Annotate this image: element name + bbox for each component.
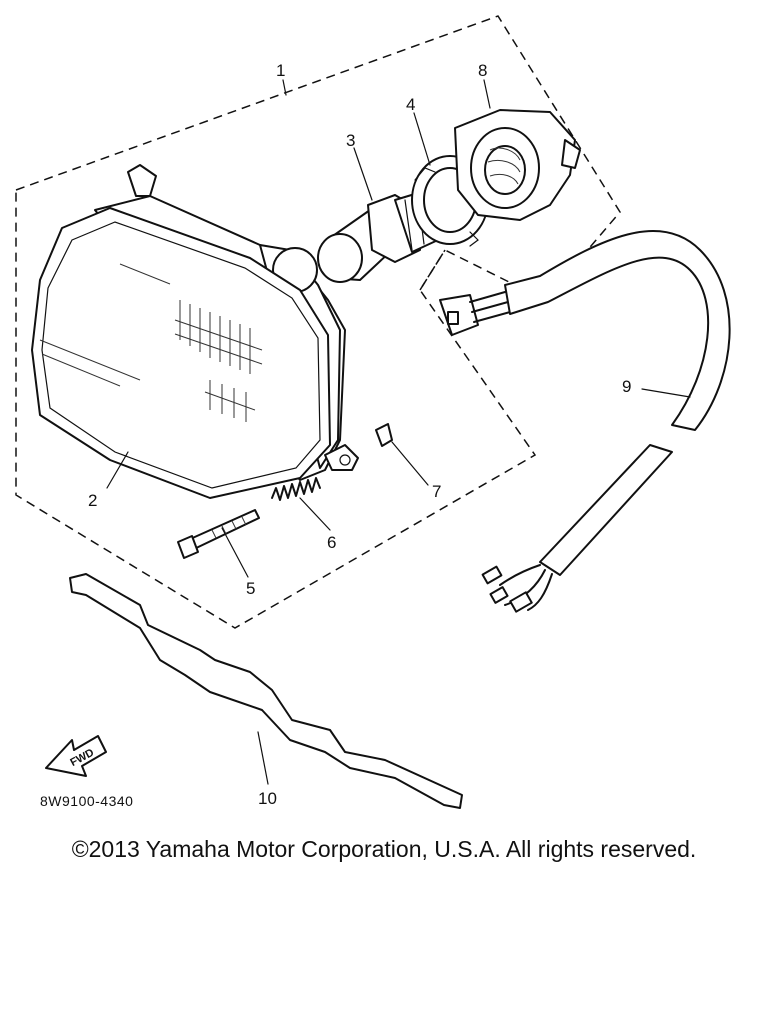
callout-1: 1 (276, 61, 285, 80)
bolt (177, 509, 260, 559)
callout-9: 9 (622, 377, 631, 396)
copyright-notice: ©2013 Yamaha Motor Corporation, U.S.A. A… (71, 836, 697, 862)
callout-5: 5 (246, 579, 255, 598)
headlight-exploded-diagram: FWD 1 2 3 4 5 6 7 8 9 10 8W9100-4340 (15, 15, 731, 809)
harness-boundary (419, 249, 446, 291)
fwd-arrow-icon: FWD (45, 735, 107, 777)
callout-7: 7 (432, 482, 441, 501)
callout-10: 10 (258, 789, 277, 808)
spring (271, 477, 321, 501)
callout-6: 6 (327, 533, 336, 552)
wire-harness (439, 230, 731, 613)
drawing-code: 8W9100-4340 (40, 793, 133, 809)
stay-bracket (69, 573, 463, 809)
callout-8: 8 (478, 61, 487, 80)
headlight-unit (31, 164, 359, 499)
leader-lines (106, 79, 691, 785)
callout-4: 4 (406, 95, 415, 114)
callout-3: 3 (346, 131, 355, 150)
clip (375, 423, 393, 447)
callout-2: 2 (88, 491, 97, 510)
socket-cover (454, 109, 581, 221)
